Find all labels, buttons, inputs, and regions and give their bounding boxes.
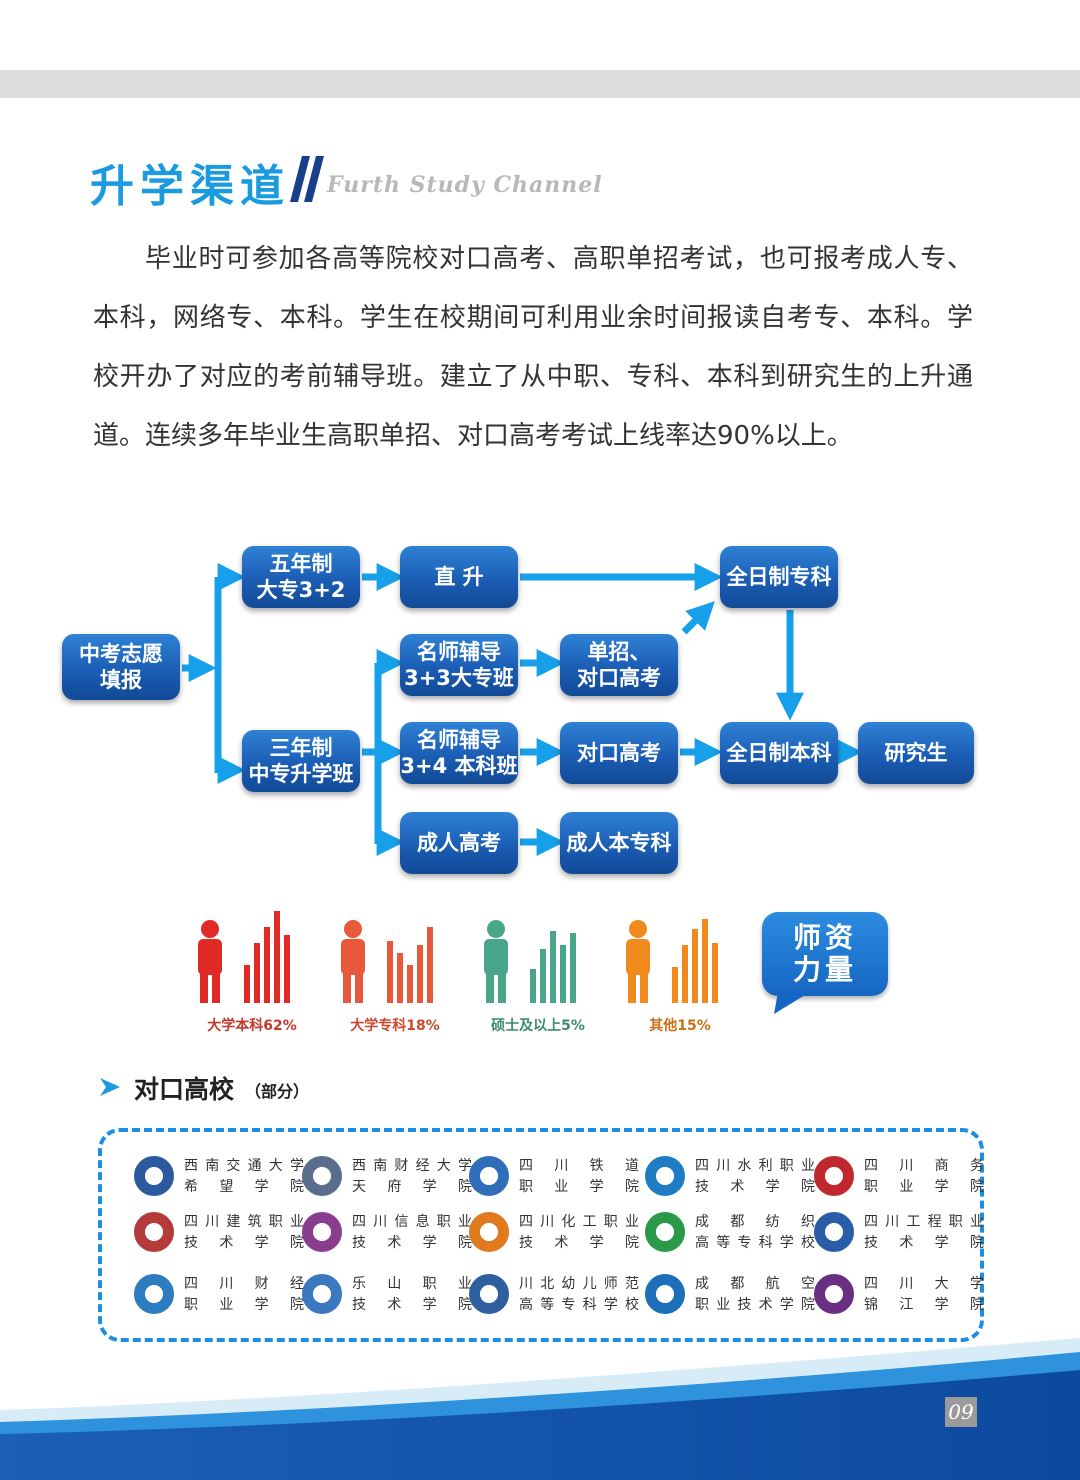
school-name: 西南财经大学 天府学院 [352, 1158, 472, 1195]
school-item: 四川化工职业 技术学院 [469, 1210, 639, 1256]
box-single-exam: 单招、 对口高考 [560, 634, 678, 696]
school-logo [814, 1274, 854, 1314]
partner-schools-subtitle: （部分） [245, 1082, 310, 1101]
person-bar-graphic [484, 920, 576, 1003]
footer-wave-decoration [0, 1338, 1080, 1480]
school-name: 四川财经 职业学院 [184, 1276, 304, 1313]
school-item: 四川水利职业 技术学院 [645, 1154, 815, 1200]
stat-label: 大学专科18% [350, 1018, 440, 1034]
person-bar-graphic [198, 911, 290, 1003]
box-fulltime-college: 全日制专科 [720, 546, 838, 608]
faculty-stat: 硕士及以上5% [478, 905, 618, 1035]
arrow-icon [100, 1078, 120, 1096]
school-item: 四川建筑职业 技术学院 [134, 1210, 304, 1256]
faculty-strength-badge: 师资 力量 [762, 912, 888, 1014]
page-number: 09 [945, 1397, 977, 1427]
school-logo [814, 1156, 854, 1196]
school-name: 川北幼儿师范 高等专科学校 [519, 1276, 639, 1313]
faculty-stat: 其他15% [620, 905, 760, 1035]
box-three-year: 三年制 中专升学班 [242, 730, 360, 792]
school-item: 西南财经大学 天府学院 [302, 1154, 472, 1200]
faculty-stat: 大学专科18% [335, 905, 475, 1035]
faculty-stat: 大学本科62% [192, 905, 332, 1035]
box-counterpart-exam: 对口高考 [560, 722, 678, 784]
school-item: 乐山职业 技术学院 [302, 1272, 472, 1318]
school-logo [302, 1212, 342, 1252]
school-logo [134, 1274, 174, 1314]
school-item: 西南交通大学 希望学院 [134, 1154, 304, 1200]
school-name: 成都航空 职业技术学院 [695, 1276, 815, 1313]
school-logo [134, 1212, 174, 1252]
school-name: 四川大学 锦江学院 [864, 1276, 984, 1313]
school-item: 四川铁道 职业学院 [469, 1154, 639, 1200]
stat-label: 硕士及以上5% [491, 1018, 585, 1034]
school-logo [814, 1212, 854, 1252]
school-name: 成都纺织 高等专科学校 [695, 1214, 815, 1251]
faculty-strength-title: 师资 力量 [792, 921, 857, 986]
flow-connectors [182, 563, 863, 856]
school-logo [469, 1274, 509, 1314]
school-item: 成都航空 职业技术学院 [645, 1272, 815, 1318]
box-tutor-3-4: 名师辅导 3+4 本科班 [400, 722, 518, 784]
title-slash-decoration [290, 156, 324, 202]
school-logo [645, 1156, 685, 1196]
box-tutor-3-3: 名师辅导 3+3大专班 [400, 634, 518, 696]
school-item: 四川大学 锦江学院 [814, 1272, 984, 1318]
box-start-application: 中考志愿 填报 [62, 634, 180, 700]
school-name: 乐山职业 技术学院 [352, 1276, 472, 1313]
school-name: 四川工程职业 技术学院 [864, 1214, 984, 1251]
school-logo [302, 1156, 342, 1196]
box-adult-degree: 成人本专科 [560, 812, 678, 874]
box-adult-exam: 成人高考 [400, 812, 518, 874]
partner-schools-box: 西南交通大学 希望学院 西南财经大学 天府学院 四川铁道 职业学院 四川水利职业… [98, 1128, 984, 1342]
title-chinese: 升学渠道 [90, 161, 290, 212]
school-name: 四川化工职业 技术学院 [519, 1214, 639, 1251]
box-graduate: 研究生 [858, 722, 974, 784]
speech-tail [774, 992, 810, 1014]
school-name: 四川信息职业 技术学院 [352, 1214, 472, 1251]
school-item: 四川财经 职业学院 [134, 1272, 304, 1318]
school-name: 四川商务 职业学院 [864, 1158, 984, 1195]
study-path-flowchart: 中考志愿 填报 五年制 大专3+2 三年制 中专升学班 直 升 全日制专科 名师… [0, 530, 1080, 890]
intro-paragraph: 毕业时可参加各高等院校对口高考、高职单招考试，也可报考成人专、本科，网络专、本科… [93, 244, 973, 451]
top-band [0, 70, 1080, 98]
person-bar-graphic [341, 920, 433, 1003]
box-direct-promotion: 直 升 [400, 546, 518, 608]
stat-label: 其他15% [649, 1018, 711, 1034]
school-name: 四川水利职业 技术学院 [695, 1158, 815, 1195]
partner-schools-title: 对口高校 [134, 1075, 235, 1104]
school-logo [645, 1212, 685, 1252]
school-name: 四川建筑职业 技术学院 [184, 1214, 304, 1251]
school-logo [134, 1156, 174, 1196]
stat-label: 大学本科62% [207, 1018, 297, 1034]
school-name: 西南交通大学 希望学院 [184, 1158, 304, 1195]
school-logo [302, 1274, 342, 1314]
school-logo [469, 1156, 509, 1196]
person-bar-graphic [626, 919, 718, 1003]
school-logo [645, 1274, 685, 1314]
school-name: 四川铁道 职业学院 [519, 1158, 639, 1195]
box-five-year: 五年制 大专3+2 [242, 546, 360, 608]
school-logo [469, 1212, 509, 1252]
school-item: 成都纺织 高等专科学校 [645, 1210, 815, 1256]
school-item: 四川信息职业 技术学院 [302, 1210, 472, 1256]
title-english: Furth Study Channel [327, 172, 603, 198]
school-item: 四川工程职业 技术学院 [814, 1210, 984, 1256]
box-fulltime-bachelor: 全日制本科 [720, 722, 838, 784]
school-item: 川北幼儿师范 高等专科学校 [469, 1272, 639, 1318]
school-item: 四川商务 职业学院 [814, 1154, 984, 1200]
